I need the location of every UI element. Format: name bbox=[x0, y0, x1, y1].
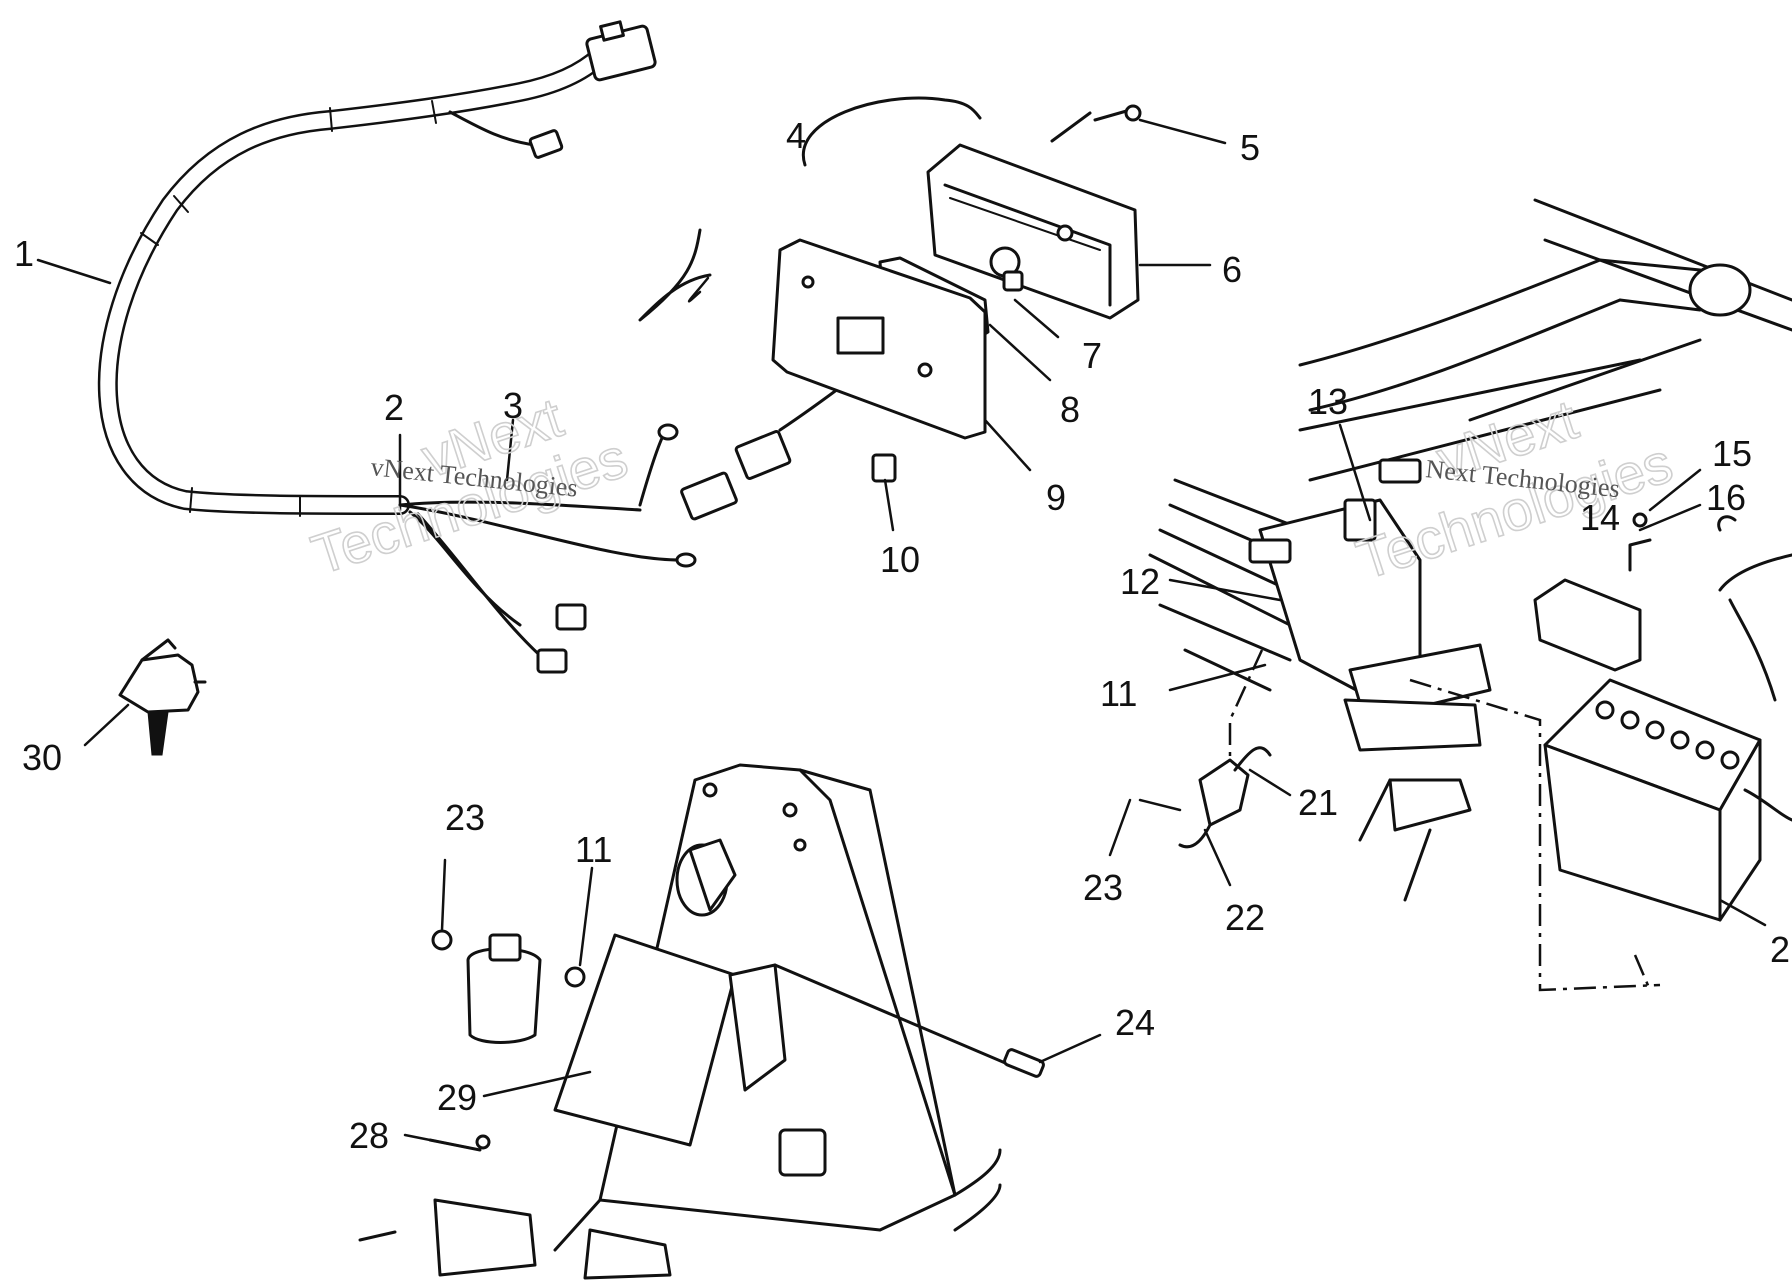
callout-14: 14 bbox=[1580, 497, 1620, 538]
callout-23-left: 23 bbox=[445, 797, 485, 838]
callout-22: 22 bbox=[1225, 897, 1265, 938]
callout-5: 5 bbox=[1240, 127, 1260, 168]
callout-24: 24 bbox=[1115, 1002, 1155, 1043]
callout-16: 16 bbox=[1706, 477, 1746, 518]
callout-3: 3 bbox=[503, 385, 523, 426]
callout-21: 21 bbox=[1298, 782, 1338, 823]
callout-10: 10 bbox=[880, 539, 920, 580]
callout-2: 2 bbox=[384, 387, 404, 428]
callout-29: 29 bbox=[437, 1077, 477, 1118]
callout-2-right: 2 bbox=[1770, 929, 1790, 970]
callout-8: 8 bbox=[1060, 389, 1080, 430]
frame-assembly bbox=[1148, 198, 1792, 992]
battery-caps bbox=[1595, 700, 1740, 770]
callout-30: 30 bbox=[22, 737, 62, 778]
circuit-breaker bbox=[118, 638, 207, 756]
leader-lines bbox=[36, 118, 1767, 1150]
callout-15: 15 bbox=[1712, 433, 1752, 474]
callout-4: 4 bbox=[786, 115, 806, 156]
callout-7: 7 bbox=[1082, 335, 1102, 376]
callout-13: 13 bbox=[1308, 381, 1348, 422]
callout-12: 12 bbox=[1120, 561, 1160, 602]
tail-light-assembly bbox=[638, 96, 1142, 483]
callout-6: 6 bbox=[1222, 249, 1242, 290]
callout-1: 1 bbox=[14, 233, 34, 274]
callout-9: 9 bbox=[1046, 477, 1066, 518]
callout-11-left: 11 bbox=[575, 829, 612, 870]
wiring-harness bbox=[97, 20, 852, 674]
callout-numbers: 1 2 3 4 5 6 7 8 9 10 11 12 13 14 15 16 3… bbox=[14, 115, 1790, 1156]
callout-28: 28 bbox=[349, 1115, 389, 1156]
panel-assembly bbox=[358, 763, 1045, 1280]
callout-23-right: 23 bbox=[1083, 867, 1123, 908]
callout-11: 11 bbox=[1100, 673, 1137, 714]
